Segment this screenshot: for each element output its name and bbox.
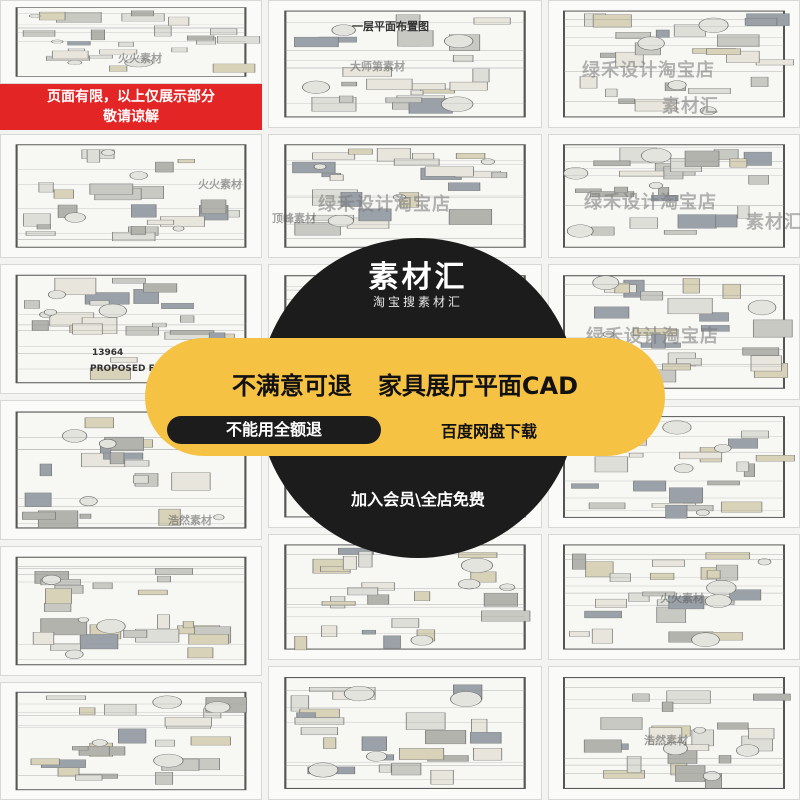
floorplan-thumb: [268, 0, 542, 128]
floorplan-thumb: [0, 546, 262, 676]
floorplan-thumb: [0, 134, 262, 258]
notice-banner: 页面有限，以上仅展示部分 敬请谅解: [0, 84, 262, 130]
notice-line-1: 页面有限，以上仅展示部分: [47, 89, 215, 105]
brand-subtitle: 淘宝搜素材汇: [372, 295, 463, 309]
floorplan-thumb: [268, 666, 542, 800]
floorplan-thumb: [548, 0, 800, 128]
membership-note: 加入会员\全店免费: [351, 490, 485, 509]
brand-title: 素材汇: [368, 260, 468, 295]
product-headline: 家具展厅平面CAD: [377, 372, 579, 400]
promo-headline: 不满意可退家具展厅平面CAD: [145, 366, 665, 401]
floorplan-thumb: [268, 134, 542, 258]
floorplan-thumb: [548, 534, 800, 660]
promo-pill: 不满意可退家具展厅平面CAD 不能用全额退 百度网盘下载: [145, 338, 665, 456]
floorplan-thumb: [548, 666, 800, 800]
floorplan-thumb: [548, 134, 800, 258]
download-note: 百度网盘下载: [441, 422, 538, 441]
refund-tag: 不能用全额退: [167, 416, 381, 444]
notice-line-2: 敬请谅解: [103, 109, 159, 125]
floorplan-thumb: [0, 0, 262, 84]
floorplan-thumb: [548, 264, 800, 400]
refund-headline: 不满意可退: [231, 372, 352, 400]
floorplan-thumb: [0, 682, 262, 800]
